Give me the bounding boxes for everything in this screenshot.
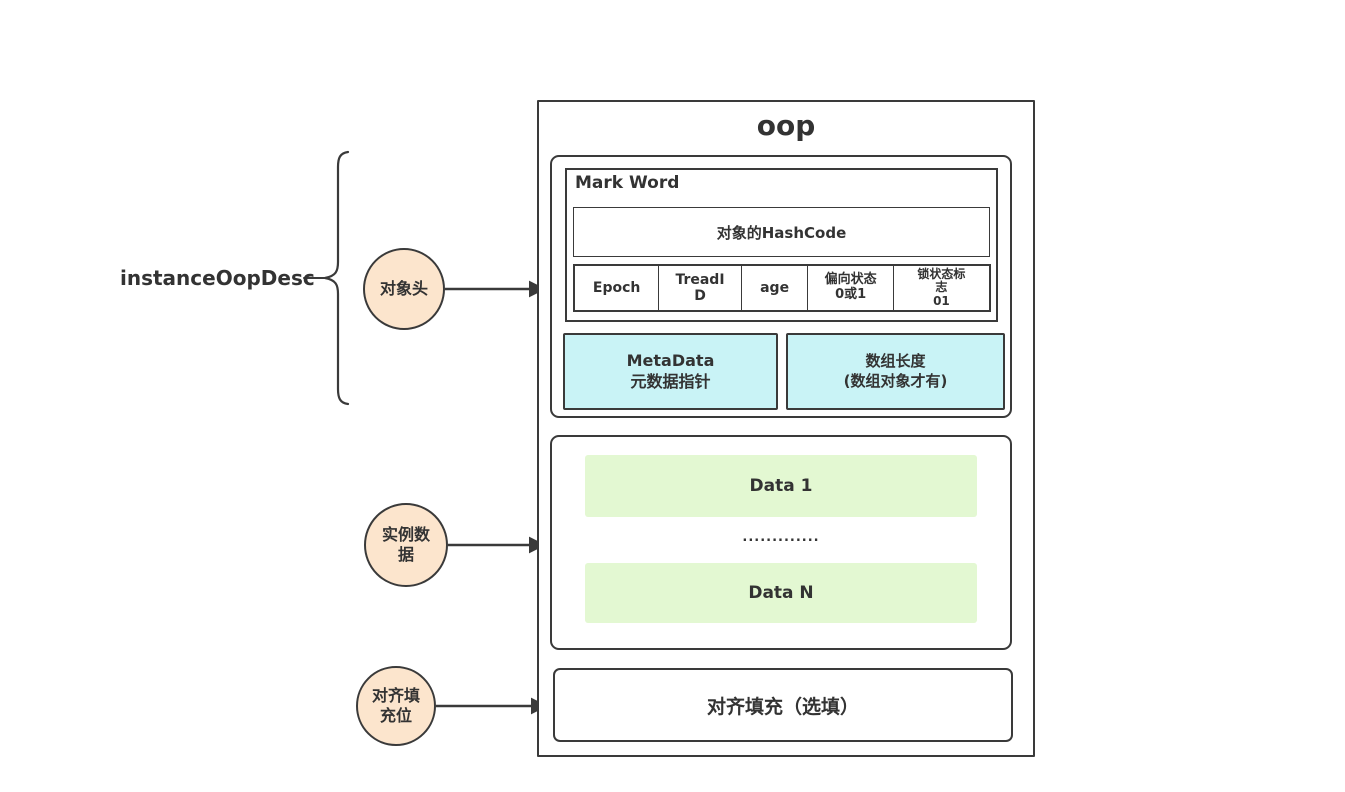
object-header-bubble: 对象头 — [363, 248, 445, 330]
field-bias-state: 偏向状态 0或1 — [808, 266, 894, 310]
metadata-pointer-box: MetaData 元数据指针 — [563, 333, 778, 410]
align-padding-label: 对齐填充（选填） — [706, 695, 859, 718]
field-epoch-label: Epoch — [592, 279, 641, 296]
instance-oop-desc-label: instanceOopDesc — [120, 266, 315, 290]
field-lock-flag: 锁状态标 志 01 — [894, 266, 989, 310]
data-n-label: Data N — [748, 583, 814, 603]
align-padding-box: 对齐填充（选填） — [553, 668, 1013, 742]
field-threadid-label: TreadI D — [675, 271, 725, 304]
data-ellipsis-label: ............. — [742, 529, 820, 545]
data-1-box: Data 1 — [585, 455, 977, 517]
field-lock-flag-label: 锁状态标 志 01 — [917, 267, 966, 308]
metadata-pointer-label: MetaData 元数据指针 — [626, 350, 715, 391]
field-bias-state-label: 偏向状态 0或1 — [824, 272, 877, 302]
field-age-label: age — [760, 279, 790, 296]
data-n-box: Data N — [585, 563, 977, 623]
data-ellipsis: ............. — [585, 524, 977, 550]
object-header-bubble-label: 对象头 — [379, 279, 428, 298]
field-epoch: Epoch — [575, 266, 660, 310]
array-length-label: 数组长度 (数组对象才有) — [843, 352, 948, 390]
field-threadid: TreadI D — [659, 266, 742, 310]
field-age: age — [742, 266, 809, 310]
mark-word-fields-row: Epoch TreadI D age 偏向状态 0或1 锁状态标 志 01 — [573, 264, 991, 312]
align-padding-bubble: 对齐填 充位 — [356, 666, 436, 746]
oop-title: oop — [756, 108, 816, 142]
hashcode-label: 对象的HashCode — [716, 223, 847, 242]
hashcode-cell: 对象的HashCode — [573, 207, 990, 257]
data-1-label: Data 1 — [749, 476, 813, 496]
curly-brace — [324, 150, 350, 406]
array-length-box: 数组长度 (数组对象才有) — [786, 333, 1005, 410]
align-padding-bubble-label: 对齐填 充位 — [371, 686, 420, 725]
instance-data-bubble-label: 实例数 据 — [381, 525, 430, 564]
instance-data-bubble: 实例数 据 — [364, 503, 448, 587]
mark-word-title: Mark Word — [575, 173, 680, 193]
